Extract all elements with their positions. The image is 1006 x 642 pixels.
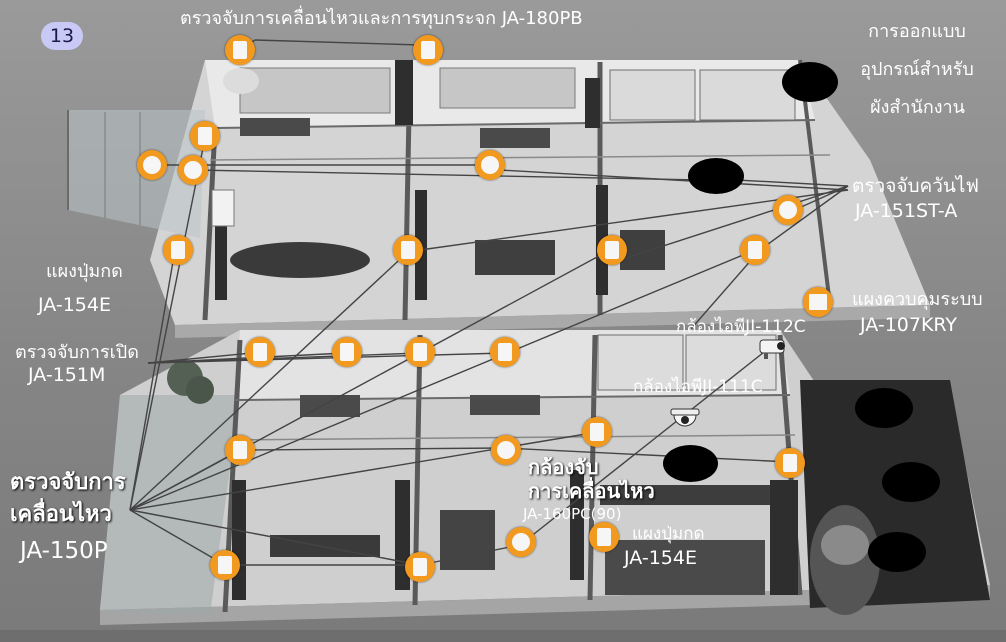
- label-cam-motion-line1: กล้องจับ: [528, 455, 599, 479]
- door-sensor-icon: [245, 337, 275, 367]
- light-fixture: [223, 68, 259, 94]
- label-pir-line3: JA-150P: [20, 538, 108, 564]
- redaction-blob: [855, 388, 913, 428]
- ip-camera-icon: [759, 339, 785, 359]
- label-control-line2: JA-107KRY: [860, 314, 958, 336]
- glass-room-upper: [68, 110, 205, 238]
- connection-lines: [129, 39, 849, 566]
- motion-sensor-icon: [413, 35, 443, 65]
- label-keypad-line1: แผงปุ่มกด: [46, 261, 123, 282]
- label-ip-camera-2: กล้องไอพีJI-111C: [633, 377, 763, 397]
- label-ip-camera-1: กล้องไอพีJI-112C: [676, 317, 806, 337]
- label-control-line1: แผงควบคุมระบบ: [852, 289, 983, 310]
- door-sensor-icon: [490, 337, 520, 367]
- smoke-detector-icon: [773, 195, 803, 225]
- keypad-icon: [163, 235, 193, 265]
- label-keypad2-line1: แผงปุ่มกด: [632, 524, 705, 544]
- label-motion-glass-sensor: ตรวจจับการเคลื่อนไหวและการทุบกระจก JA-18…: [180, 8, 583, 29]
- motion-sensor-icon: [740, 235, 770, 265]
- motion-sensor-icon: [597, 235, 627, 265]
- redaction-blob: [663, 445, 718, 482]
- label-design-line1: การออกแบบ: [868, 21, 966, 42]
- label-design-line3: ผังสำนักงาน: [870, 97, 965, 118]
- label-pir-line1: ตรวจจับการ: [10, 470, 126, 495]
- dome-camera-icon: [670, 408, 700, 427]
- label-open-sensor-line2: JA-151M: [28, 364, 106, 386]
- redaction-blob: [868, 532, 926, 572]
- label-keypad2-line2: JA-154E: [624, 547, 697, 569]
- conference-table: [230, 242, 370, 278]
- label-open-sensor-line1: ตรวจจับการเปิด: [15, 342, 139, 363]
- motion-sensor-icon: [210, 550, 240, 580]
- label-pir-line2: เคลื่อนไหว: [10, 502, 112, 527]
- label-smoke-line2: JA-151ST-A: [855, 200, 958, 222]
- redaction-blob: [688, 158, 744, 194]
- motion-sensor-icon: [225, 35, 255, 65]
- control-panel-icon: [803, 287, 833, 317]
- keypad-icon: [589, 522, 619, 552]
- label-design-line2: อุปกรณ์สำหรับ: [860, 59, 974, 80]
- door-sensor-icon: [332, 337, 362, 367]
- smoke-detector-icon: [506, 527, 536, 557]
- page-number-badge: 13: [41, 22, 83, 50]
- smoke-detector-icon: [137, 150, 167, 180]
- smoke-detector-icon: [475, 150, 505, 180]
- smoke-detector-icon: [178, 155, 208, 185]
- label-keypad-line2: JA-154E: [38, 294, 111, 316]
- motion-sensor-icon: [582, 417, 612, 447]
- motion-sensor-icon: [190, 121, 220, 151]
- motion-sensor-icon: [775, 448, 805, 478]
- label-cam-motion-line3: JA-160PC(90): [523, 505, 622, 523]
- motion-sensor-icon: [405, 552, 435, 582]
- motion-sensor-icon: [225, 435, 255, 465]
- smoke-detector-icon: [491, 435, 521, 465]
- motion-sensor-icon: [393, 235, 423, 265]
- label-smoke-line1: ตรวจจับควันไฟ: [852, 175, 979, 197]
- redaction-blob: [882, 462, 940, 502]
- label-cam-motion-line2: การเคลื่อนไหว: [528, 479, 655, 503]
- redaction-blob: [782, 62, 838, 102]
- door-sensor-icon: [405, 337, 435, 367]
